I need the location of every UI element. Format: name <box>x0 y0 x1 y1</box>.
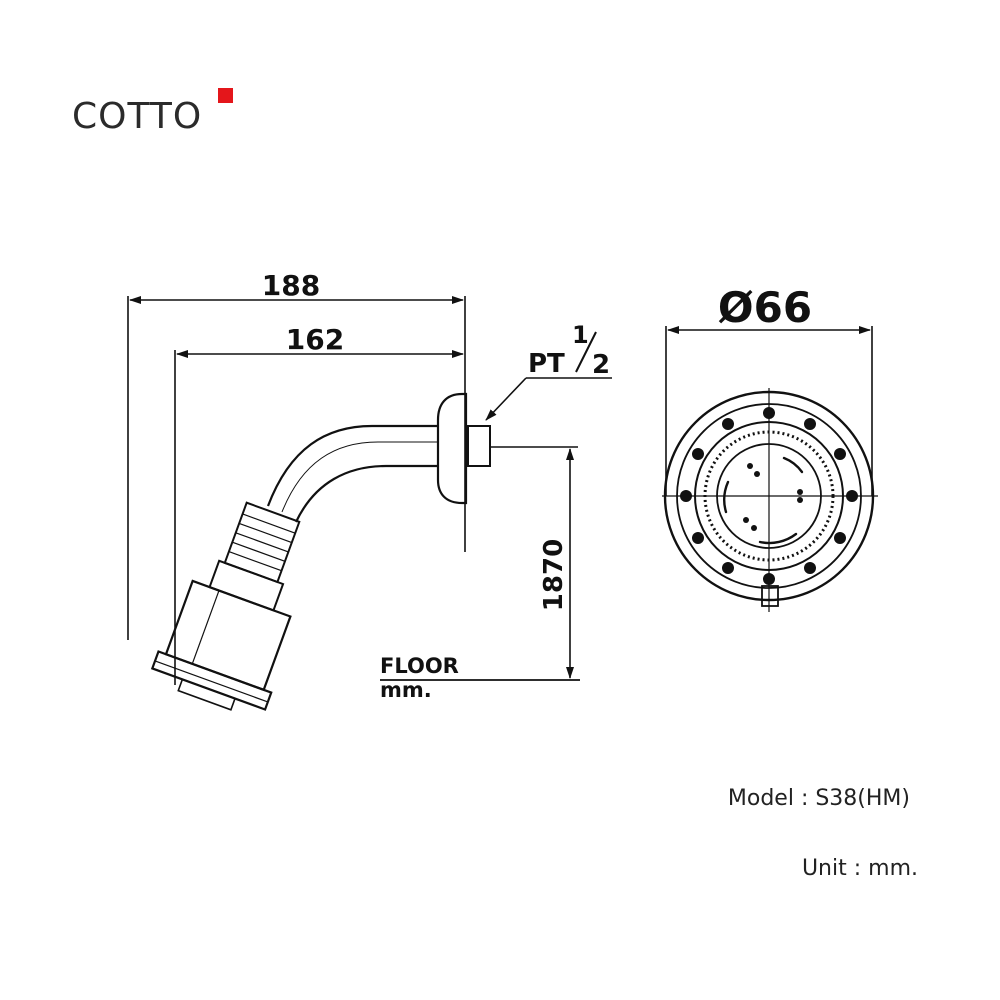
thread-prefix-label: PT <box>528 349 565 379</box>
unit-info: Unit : mm. <box>802 856 918 881</box>
brand-accent-square <box>218 88 233 103</box>
model-label: Model <box>727 786 794 811</box>
dim-1870-label: 1870 <box>539 539 569 611</box>
thread-denominator: 2 <box>592 350 610 380</box>
nozzle-ring <box>680 407 858 585</box>
side-view <box>127 296 612 711</box>
dim-162-label: 162 <box>286 323 344 356</box>
model-info: Model : S38(HM) <box>728 786 910 811</box>
floor-unit-label: mm. <box>380 678 432 702</box>
unit-separator: : <box>853 856 869 881</box>
thread-fraction-bar <box>575 331 597 373</box>
brand-name: COTTO <box>72 96 203 137</box>
dim-66-label: Ø66 <box>718 283 812 332</box>
unit-label: Unit <box>801 856 847 881</box>
model-value: S38(HM) <box>815 786 910 811</box>
dim-188-label: 188 <box>262 269 320 302</box>
front-view <box>662 326 878 612</box>
brand-logo: COTTO <box>70 88 240 148</box>
unit-value: mm. <box>868 856 918 881</box>
thread-numerator: 1 <box>572 321 589 349</box>
model-separator: : <box>800 786 816 811</box>
center-spray <box>723 456 804 545</box>
floor-label: FLOOR <box>380 654 459 678</box>
